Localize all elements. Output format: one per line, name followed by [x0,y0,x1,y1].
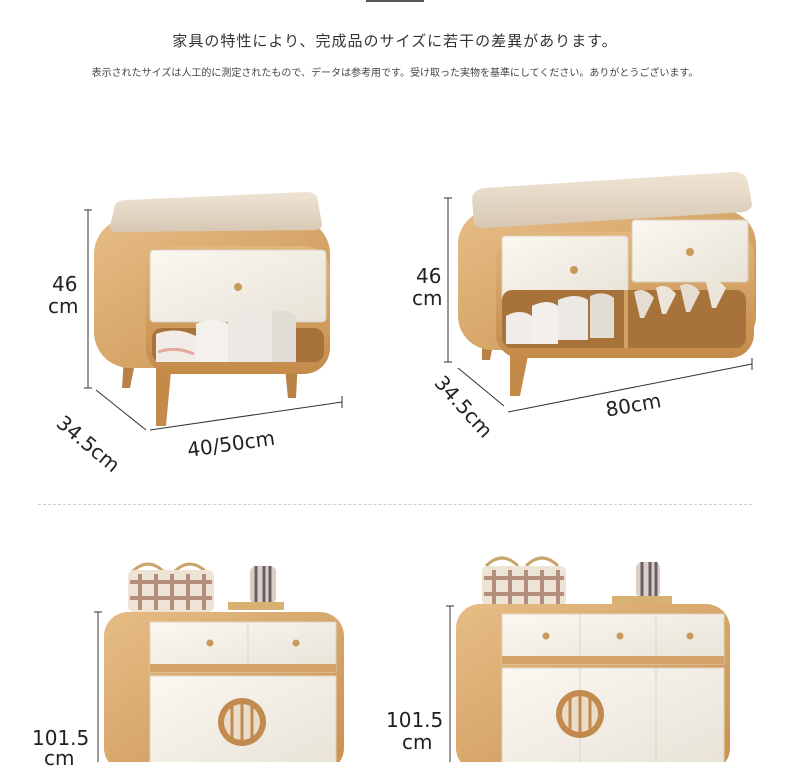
leg [156,360,172,426]
page-title: 家具の特性により、完成品のサイズに若干の差異があります。 [172,32,618,50]
cabinet-left-height-value: 101.5 [32,726,90,750]
cabinet-right [446,556,730,762]
seat-cushion [472,172,752,228]
bench-small-height-unit: cm [48,294,79,318]
cabinet-left-height-unit: cm [44,746,75,770]
drawer-knob [234,283,242,291]
bench-large-height-value: 46 [416,264,442,288]
drawer-front [149,621,337,673]
drawer-knob [686,248,694,256]
drawer-front [501,613,725,665]
drawer-knob [570,266,578,274]
leg [510,356,528,396]
door-front [501,667,725,762]
bench-large [444,172,756,413]
cabinet-right-height-unit: cm [402,730,433,754]
section-divider [38,504,752,505]
top-rule [366,0,424,2]
page-subtitle: 表示されたサイズは人工的に測定されたもので、データは参考用です。受け取った実物を… [91,68,699,79]
seat-cushion [110,192,322,232]
bench-small-height-value: 46 [52,272,78,296]
cabinet-left [94,562,344,762]
bench-small [84,192,343,431]
cabinet-right-height-value: 101.5 [386,708,444,732]
bench-large-height-unit: cm [412,286,443,310]
